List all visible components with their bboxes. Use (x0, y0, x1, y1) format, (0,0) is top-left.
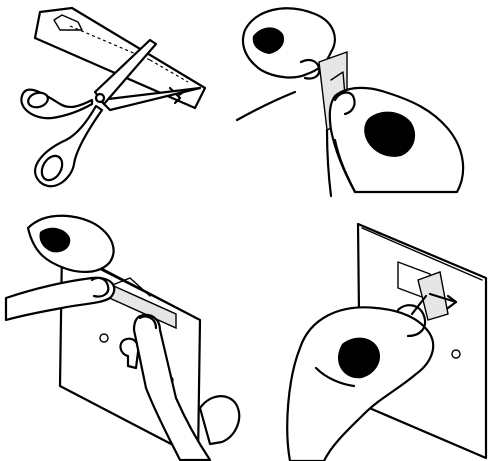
step-2-panel (235, 0, 489, 200)
scissors-cutting-strip-icon (0, 0, 230, 200)
step-3-panel (0, 208, 250, 461)
hands-peeling-backing-icon (235, 0, 489, 200)
step-4-panel (280, 218, 489, 461)
finger-pressing-strip-on-plate-icon (0, 208, 250, 461)
step-1-panel (0, 0, 230, 200)
hand-removing-backing-tab-icon (280, 218, 489, 461)
